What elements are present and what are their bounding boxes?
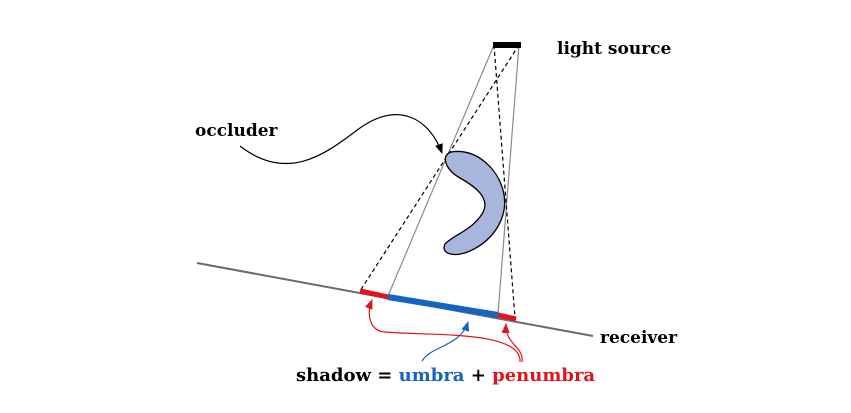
occluder-label: occluder [195,121,279,141]
equation-equals: = [371,365,399,386]
penumbra-ray-left [359,44,520,292]
equation-plus: + [464,365,492,386]
penumbra-segment-right [497,312,517,322]
equation-penumbra-term: penumbra [492,365,595,386]
equation-shadow-term: shadow [296,365,371,386]
penumbra-pointer-arrow-right [501,323,523,363]
umbra-ray-right [497,44,520,315]
umbra-segment [387,294,499,318]
penumbra-ray-right [493,44,516,319]
penumbra-pointer-arrow-left [364,299,521,363]
umbra-ray-left [387,44,495,297]
umbra-pointer-arrow [421,321,470,362]
light-source-label: light source [557,39,672,59]
penumbra-segment-left [359,288,389,300]
occluder-shape [443,150,506,256]
shadow-equation: shadow = umbra + penumbra [296,365,595,386]
occluder-pointer-arrow [239,114,443,165]
equation-umbra-term: umbra [399,365,465,386]
receiver-label: receiver [600,328,678,348]
light-source-bar [493,42,521,48]
